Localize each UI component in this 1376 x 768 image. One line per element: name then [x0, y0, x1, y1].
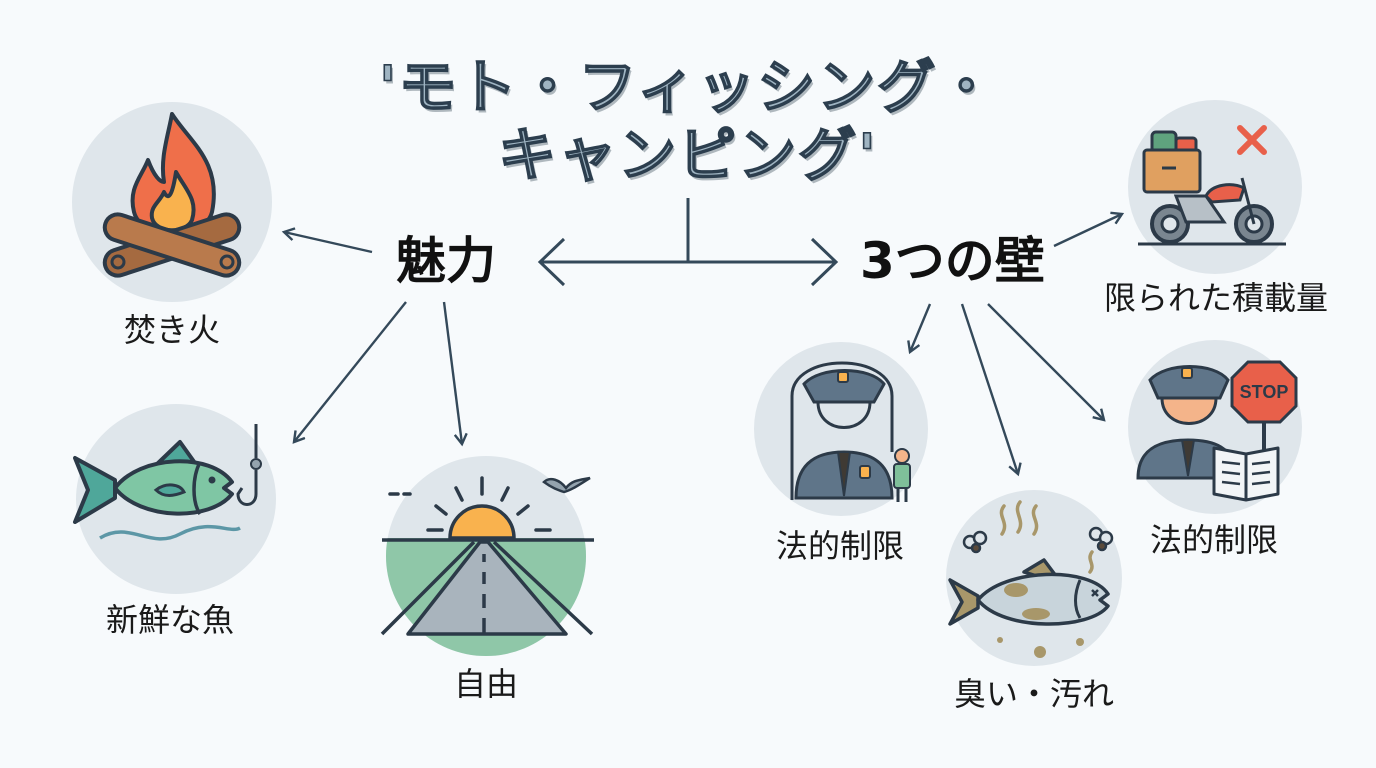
smell-label: 臭い・汚れ [953, 675, 1114, 713]
smelly-fish-icon [948, 500, 1114, 658]
arrow-barriers-loadout [1053, 214, 1122, 248]
fish-hook-icon [73, 424, 262, 541]
arrow-appeal-freedom [442, 301, 462, 444]
arrow-appeal-fish [294, 301, 407, 442]
police-officer-icon [790, 361, 911, 502]
police-stop-sign-icon: STOP [1136, 360, 1298, 502]
arrow-barriers-legal2 [987, 303, 1104, 420]
fresh-fish-label: 新鮮な魚 [105, 601, 234, 639]
appeal-hub: 魅力 [396, 232, 496, 290]
campfire-label: 焚き火 [123, 311, 220, 349]
arrow-barriers-legal1 [910, 303, 932, 352]
barriers-hub: 3つの壁 [860, 232, 1045, 290]
freedom-label: 自由 [453, 665, 518, 703]
legal-label-2: 法的制限 [1149, 521, 1278, 559]
diagram-title-line1: 'モト・フィッシング・ [378, 53, 998, 121]
campfire-icon [102, 112, 242, 278]
open-road-sunrise-icon [380, 476, 594, 636]
arrow-barriers-smell [960, 303, 1018, 474]
legal-label-1: 法的制限 [775, 527, 904, 565]
loadout-label: 限られた積載量 [1103, 279, 1328, 317]
arrow-appeal-campfire [284, 232, 373, 254]
loaded-motorcycle-icon [1138, 125, 1286, 246]
svg-text:STOP: STOP [1240, 382, 1289, 402]
diagram-title-line2: キャンピング' [497, 121, 878, 189]
